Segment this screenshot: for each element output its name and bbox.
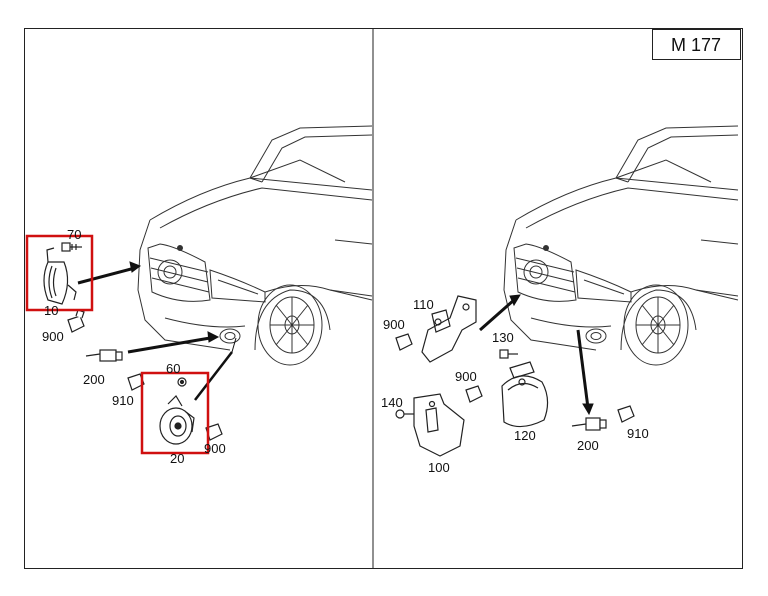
leader-lines-left [77,261,237,401]
callout-100: 100 [428,460,450,475]
callout-110: 110 [413,297,434,312]
part-120-horn [501,361,549,428]
callout-900-right-b: 900 [455,369,477,384]
callout-910-right: 910 [627,426,649,441]
callout-900-right-a: 900 [383,317,405,332]
callout-140: 140 [381,395,403,410]
callout-130: 130 [492,330,514,345]
part-130-bolt [499,349,518,359]
callout-900-a: 900 [42,329,64,344]
part-900-connector-a [67,309,85,333]
callout-900-b: 900 [204,441,226,456]
part-200-sensor [85,349,123,362]
part-910-clip [127,373,145,391]
callout-60: 60 [166,361,180,376]
diagram-code-box: M 177 [652,29,741,60]
callout-20: 20 [170,451,184,466]
car-front-right [503,125,739,366]
highlight-box-part-10 [25,234,94,312]
left-panel: 70 10 900 200 910 60 20 900 [25,125,373,466]
leader-lines-right [479,294,594,416]
callout-200: 200 [83,372,105,387]
part-100-bracket [413,393,465,457]
callout-10: 10 [44,303,58,318]
part-910-clip-right [617,405,635,423]
callout-120: 120 [514,428,536,443]
part-900-connector-right-b [465,385,483,403]
part-140-screw [395,409,414,419]
part-900-connector-right-a [395,333,413,351]
callout-910: 910 [112,393,134,408]
part-70-bolt [61,242,82,252]
callout-70: 70 [67,227,81,242]
callout-200-right: 200 [577,438,599,453]
right-panel: 110 900 130 900 140 120 100 200 910 [381,125,739,475]
highlight-box-part-20 [140,371,210,455]
part-200-sensor-right [571,417,607,431]
part-20-horn [159,395,195,445]
diagram-border [24,28,743,569]
diagram-code: M 177 [671,35,721,55]
car-front-left [137,125,373,366]
part-60-nut [177,377,187,387]
part-110-bracket [421,295,477,363]
part-10-horn [43,247,77,305]
